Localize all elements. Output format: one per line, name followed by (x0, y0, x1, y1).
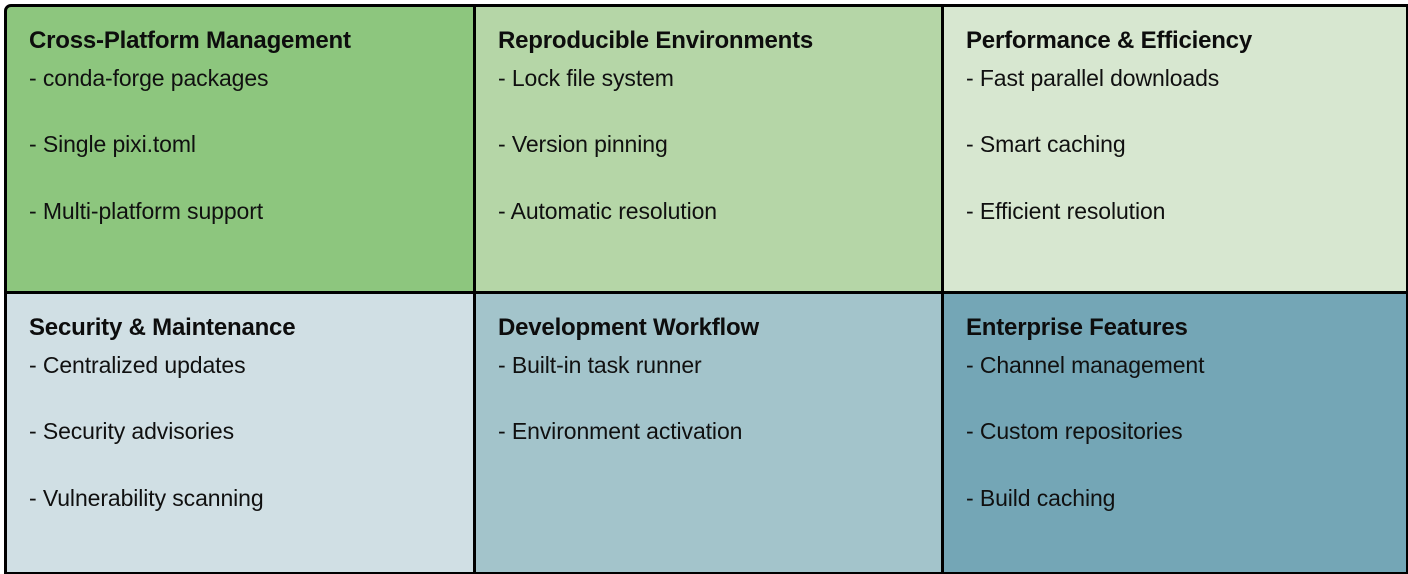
feature-cell-title: Development Workflow (498, 314, 759, 341)
feature-item: - Version pinning (498, 131, 668, 158)
feature-item: - Smart caching (966, 131, 1126, 158)
feature-item: - Efficient resolution (966, 197, 1166, 224)
feature-item: - conda-forge packages (29, 64, 269, 91)
feature-item: - Channel management (966, 351, 1205, 378)
feature-item: - Automatic resolution (498, 197, 717, 224)
feature-item-list: - Channel management - Custom repositorie… (966, 352, 1395, 512)
feature-item-list: - conda-forge packages - Single pixi.toml… (29, 65, 451, 225)
feature-item-list: - Lock file system - Version pinning - Aut… (498, 65, 919, 225)
feature-item: - Fast parallel downloads (966, 64, 1220, 91)
feature-cell-title: Cross-Platform Management (29, 27, 351, 54)
feature-item: - Custom repositories (966, 418, 1183, 445)
feature-item: - Build caching (966, 484, 1116, 511)
feature-item: - Environment activation (498, 418, 743, 445)
feature-cell: Security & Maintenance - Centralized upda… (7, 294, 473, 572)
feature-item: - Security advisories (29, 418, 234, 445)
feature-cell: Development Workflow - Built-in task runn… (476, 294, 941, 572)
feature-item: - Vulnerability scanning (29, 484, 264, 511)
feature-item-list: - Centralized updates - Security advisori… (29, 352, 451, 512)
feature-cell-title: Reproducible Environments (498, 27, 814, 54)
feature-cell-title: Security & Maintenance (29, 314, 296, 341)
feature-cell: Reproducible Environments - Lock file sys… (476, 7, 941, 291)
feature-item-list: - Built-in task runner - Environment acti… (498, 352, 919, 445)
feature-item: - Multi-platform support (29, 197, 264, 224)
feature-cell: Cross-Platform Management - conda-forge p… (7, 7, 473, 291)
feature-cell: Enterprise Features- Channel management-… (944, 294, 1406, 572)
feature-grid: Cross-Platform Management - conda-forge p… (4, 4, 1408, 574)
feature-item: - Built-in task runner (498, 351, 702, 378)
feature-item: - Single pixi.toml (29, 131, 196, 158)
feature-item-list: - Fast parallel downloads - Smart caching… (966, 65, 1395, 225)
feature-cell-title: Enterprise Features (966, 314, 1188, 341)
feature-cell: Performance & Efficiency - Fast parallel … (944, 7, 1406, 291)
feature-item: - Centralized updates (29, 351, 246, 378)
feature-item: - Lock file system (498, 64, 674, 91)
feature-cell-title: Performance & Efficiency (966, 27, 1252, 54)
